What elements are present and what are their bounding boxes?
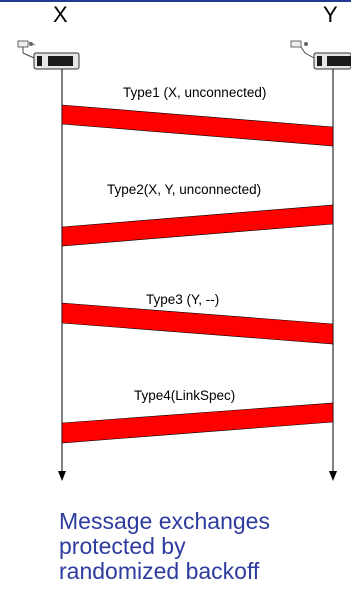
lifeline-x-arrowhead — [58, 471, 66, 481]
lifeline-y-arrowhead — [329, 471, 337, 481]
message-label-2: Type2(X, Y, unconnected) — [107, 182, 262, 197]
right-device-icon — [290, 40, 351, 70]
message-label-3: Type3 (Y, --) — [146, 292, 220, 307]
message-arrow-2 — [61, 204, 334, 247]
message-arrow-4 — [61, 402, 334, 444]
top-rule — [0, 0, 351, 2]
caption-line-2: protected by — [59, 533, 186, 559]
message-arrow-1 — [61, 104, 334, 147]
caption: Message exchanges protected by randomize… — [59, 509, 339, 584]
caption-line-1: Message exchanges — [59, 508, 270, 534]
message-label-4: Type4(LinkSpec) — [134, 388, 236, 403]
message-arrow-3 — [61, 302, 334, 345]
caption-line-3: randomized backoff — [59, 558, 260, 584]
left-device-icon — [17, 40, 80, 70]
message-label-1: Type1 (X, unconnected) — [123, 85, 267, 100]
node-x-label: X — [53, 2, 68, 27]
node-y-label: Y — [323, 2, 338, 27]
